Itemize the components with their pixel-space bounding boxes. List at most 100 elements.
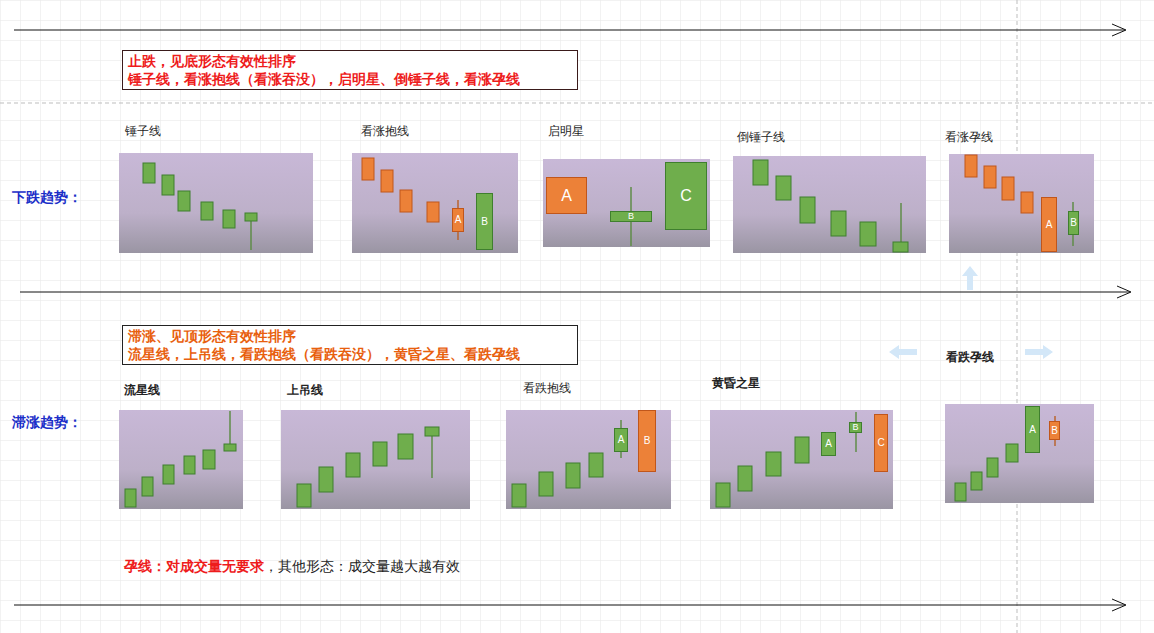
candle-body	[955, 483, 966, 501]
handle-arrow	[962, 266, 978, 290]
candle-body	[398, 434, 413, 459]
candle-wick	[431, 436, 433, 478]
candle-letter: B	[481, 217, 488, 227]
labeled-candle: B	[1068, 211, 1079, 235]
labeled-candle: B	[849, 422, 862, 433]
pattern-panel: 倒锤子线	[733, 156, 926, 253]
chart-panel	[710, 410, 893, 509]
candle-body	[400, 190, 412, 212]
pattern-panel: 锤子线	[119, 153, 313, 253]
chart-panel	[543, 159, 710, 247]
candle-body	[319, 467, 333, 492]
ranking-box: 止跌，见底形态有效性排序锤子线，看涨抱线（看涨吞没），启明星、倒锤子线，看涨孕线	[122, 50, 578, 90]
note-text: ，其他形态：成交量越大越有效	[264, 557, 460, 575]
ranking-box: 滞涨、见顶形态有效性排序流星线，上吊线，看跌抱线（看跌吞没），黄昏之星、看跌孕线	[122, 325, 578, 365]
candle-letter: C	[877, 438, 884, 448]
box-heading: 止跌，见底形态有效性排序	[128, 52, 296, 70]
pattern-name: 启明星	[548, 124, 584, 139]
pattern-name: 黄昏之星	[712, 376, 760, 391]
candle-body	[1006, 444, 1018, 462]
candle-letter: B	[628, 212, 634, 221]
candle-body	[589, 453, 603, 477]
trend-label: 下跌趋势：	[12, 188, 82, 206]
chart-panel	[119, 153, 313, 253]
candle-body	[539, 472, 553, 496]
labeled-candle: B	[638, 410, 656, 472]
candle-letter: B	[1070, 218, 1077, 228]
labeled-candle: A	[1025, 406, 1040, 453]
candle-body	[362, 158, 374, 180]
candle-body	[776, 176, 791, 200]
pattern-panel: 黄昏之星ABC	[710, 410, 893, 509]
arrow-head	[1112, 599, 1126, 611]
chart-panel	[945, 404, 1094, 503]
chart-panel	[352, 153, 518, 253]
chart-panel	[281, 410, 470, 509]
pattern-name: 流星线	[124, 383, 160, 398]
handle-arrow	[889, 345, 917, 359]
candle-letter: A	[1029, 425, 1036, 435]
candle-body	[831, 211, 846, 236]
candle-body	[965, 155, 977, 177]
candle-wick	[250, 221, 252, 250]
chart-panel	[506, 410, 671, 509]
candle-body	[245, 213, 257, 221]
candle-body	[381, 170, 393, 192]
labeled-candle: A	[1041, 197, 1057, 252]
candle-body	[971, 472, 982, 490]
labeled-candle: A	[546, 177, 587, 214]
chart-panel	[733, 156, 926, 253]
candle-body	[223, 210, 235, 228]
candle-body	[753, 160, 768, 185]
candle-body	[795, 437, 809, 463]
pattern-name: 看涨孕线	[945, 130, 993, 145]
candle-body	[987, 458, 998, 477]
arrow-head	[1112, 24, 1126, 36]
candle-letter: A	[455, 215, 462, 225]
candle-body	[142, 477, 153, 496]
handle-arrow	[1025, 345, 1053, 359]
pattern-name: 看涨抱线	[361, 124, 409, 139]
pattern-panel: 看涨抱线AB	[352, 153, 518, 253]
box-body: 流星线，上吊线，看跌抱线（看跌吞没），黄昏之星、看跌孕线	[128, 345, 520, 363]
chart-panel	[949, 154, 1094, 253]
pattern-panel: 看跌孕线AB	[945, 404, 1094, 503]
candle-body	[162, 175, 174, 195]
note-text: 孕线：对成交量无要求	[124, 557, 264, 575]
candle-body	[566, 463, 580, 488]
candle-letter: A	[561, 188, 572, 204]
candle-wick	[900, 203, 902, 242]
candle-wick	[229, 411, 231, 444]
candle-body	[512, 484, 526, 507]
candle-body	[738, 466, 752, 491]
candle-body	[766, 452, 781, 476]
candle-letter: B	[1051, 426, 1058, 436]
candle-body	[203, 450, 215, 469]
timeline-arrow	[14, 605, 1125, 606]
labeled-candle: B	[476, 193, 493, 250]
pattern-name: 锤子线	[125, 124, 161, 139]
box-body: 锤子线，看涨抱线（看涨吞没），启明星、倒锤子线，看涨孕线	[128, 70, 520, 88]
chart-panel	[119, 410, 243, 509]
candle-body	[893, 242, 908, 252]
candle-body	[716, 483, 730, 507]
candle-body	[427, 202, 439, 222]
pattern-panel: 看涨孕线AB	[949, 154, 1094, 253]
candle-letter: B	[644, 436, 651, 446]
pattern-panel: 上吊线	[281, 410, 470, 509]
candle-letter: A	[618, 435, 625, 445]
labeled-candle: A	[452, 208, 464, 232]
labeled-candle: C	[665, 162, 707, 230]
timeline-arrow	[20, 292, 1130, 293]
labeled-candle: A	[614, 428, 628, 452]
candle-body	[1021, 192, 1033, 213]
pattern-name: 看跌孕线	[946, 350, 994, 365]
candle-body	[201, 202, 213, 220]
labeled-candle: B	[610, 211, 652, 222]
dashed-guide	[0, 103, 1154, 104]
candle-letter: A	[825, 439, 832, 449]
dashed-guide	[1017, 0, 1018, 633]
candle-letter: C	[680, 188, 692, 204]
candle-body	[143, 163, 155, 183]
